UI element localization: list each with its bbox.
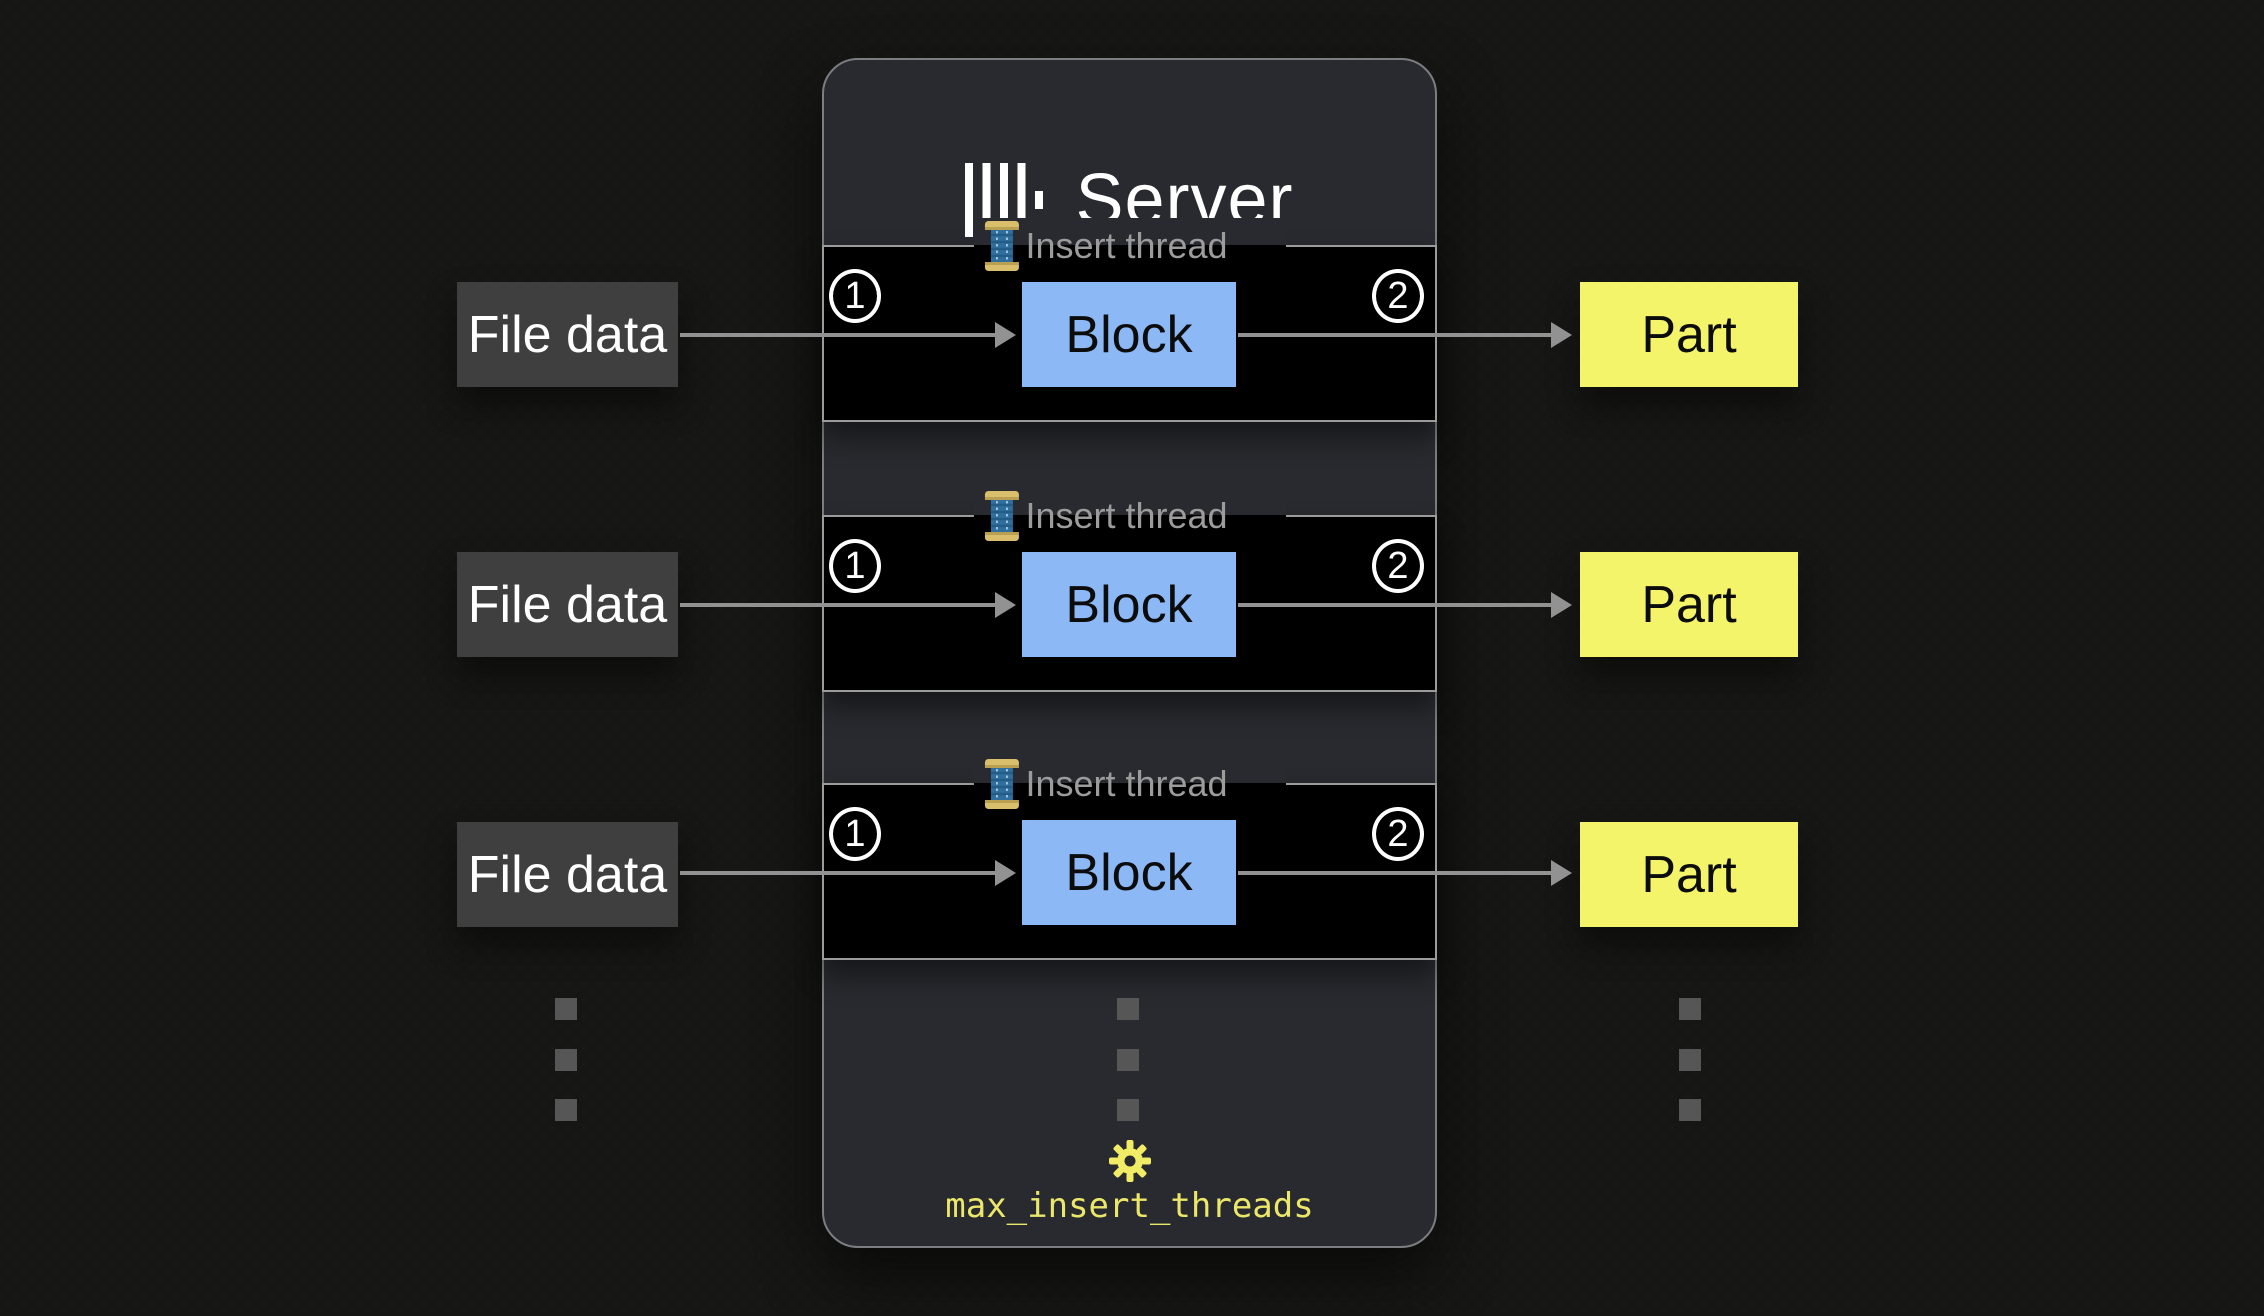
step-2-number: 2 (1387, 274, 1409, 317)
clickhouse-logo-icon (965, 163, 1044, 237)
insert-thread-legend: Insert thread (973, 218, 1286, 274)
step-2-badge: 2 (1372, 539, 1424, 593)
file-data-box: File data (457, 282, 678, 387)
ellipsis-dot (555, 998, 577, 1020)
thread-spool-icon (984, 491, 1019, 541)
step-1-number: 1 (844, 812, 866, 855)
flow-arrow-icon (680, 592, 1016, 618)
ellipsis-dot (1117, 998, 1139, 1020)
step-1-badge: 1 (829, 539, 881, 593)
block-label: Block (1065, 575, 1193, 634)
insert-thread-label: Insert thread (1025, 763, 1228, 804)
block-box: Block (1022, 282, 1236, 387)
block-box: Block (1022, 552, 1236, 657)
server-container: Server Insert thread 1 Block (822, 58, 1437, 1248)
file-data-box: File data (457, 552, 678, 657)
part-box: Part (1580, 822, 1798, 927)
ellipsis-dot (1679, 1049, 1701, 1071)
flow-arrow-icon (1238, 322, 1572, 348)
file-data-box: File data (457, 822, 678, 927)
flow-arrow-icon (1238, 592, 1572, 618)
flow-arrow-icon (680, 322, 1016, 348)
step-1-badge: 1 (829, 807, 881, 861)
part-label: Part (1641, 845, 1737, 904)
gear-icon (1108, 1140, 1152, 1187)
ellipsis-dot (555, 1049, 577, 1071)
step-1-number: 1 (844, 544, 866, 587)
step-1-number: 1 (844, 274, 866, 317)
part-label: Part (1641, 575, 1737, 634)
ellipsis-dot (1679, 998, 1701, 1020)
file-data-label: File data (467, 845, 668, 904)
part-box: Part (1580, 282, 1798, 387)
part-label: Part (1641, 305, 1737, 364)
flow-arrow-icon (1238, 860, 1572, 886)
step-1-badge: 1 (829, 269, 881, 323)
thread-spool-icon (984, 759, 1019, 809)
step-2-badge: 2 (1372, 807, 1424, 861)
block-label: Block (1065, 305, 1193, 364)
file-data-label: File data (467, 305, 668, 364)
insert-thread-label: Insert thread (1025, 495, 1228, 536)
insert-thread-legend: Insert thread (973, 488, 1286, 544)
step-2-number: 2 (1387, 812, 1409, 855)
insert-thread-label: Insert thread (1025, 225, 1228, 266)
file-data-label: File data (467, 575, 668, 634)
setting-label: max_insert_threads (945, 1186, 1314, 1226)
part-box: Part (1580, 552, 1798, 657)
flow-arrow-icon (680, 860, 1016, 886)
block-box: Block (1022, 820, 1236, 925)
thread-spool-icon (984, 221, 1019, 271)
insert-thread-legend: Insert thread (973, 756, 1286, 812)
ellipsis-dot (555, 1099, 577, 1121)
ellipsis-dot (1117, 1049, 1139, 1071)
block-label: Block (1065, 843, 1193, 902)
ellipsis-dot (1117, 1099, 1139, 1121)
step-2-number: 2 (1387, 544, 1409, 587)
step-2-badge: 2 (1372, 269, 1424, 323)
ellipsis-dot (1679, 1099, 1701, 1121)
